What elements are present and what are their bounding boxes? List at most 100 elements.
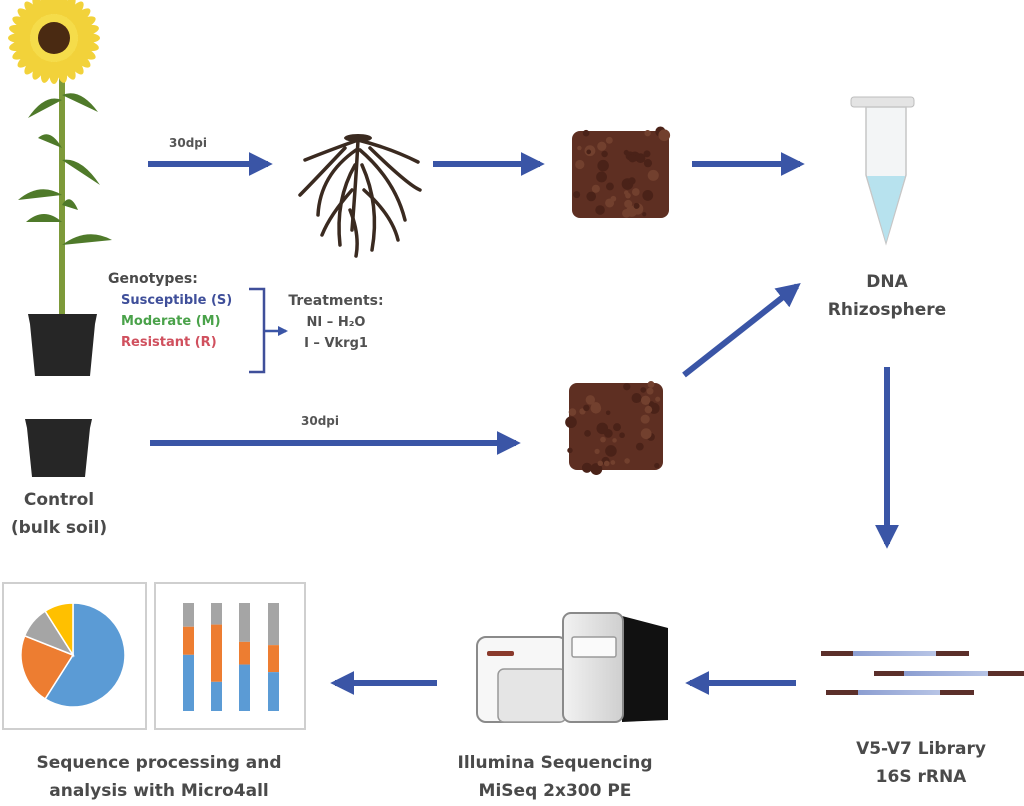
soil-grain bbox=[628, 177, 636, 185]
treatment-ni: NI – H₂O bbox=[306, 315, 366, 330]
soil-grain bbox=[595, 205, 605, 215]
petal bbox=[75, 24, 99, 36]
petal bbox=[40, 0, 52, 17]
flower-center bbox=[38, 22, 70, 54]
soil-grain bbox=[644, 129, 651, 137]
root-branch bbox=[298, 146, 347, 197]
leaf bbox=[62, 93, 98, 112]
pie-slice-blue bbox=[44, 602, 126, 708]
bulk-soil-label: (bulk soil) bbox=[10, 518, 108, 538]
soil-grain bbox=[619, 432, 625, 439]
soil-grain bbox=[623, 149, 629, 156]
petal bbox=[56, 59, 68, 83]
leaf bbox=[38, 134, 62, 148]
miseq-label: MiSeq 2x300 PE bbox=[478, 781, 632, 801]
soil-grain bbox=[600, 436, 606, 443]
bar-segment-gray bbox=[183, 603, 194, 627]
root-branch bbox=[303, 138, 360, 162]
treatment-i: I – Vkrg1 bbox=[304, 336, 368, 351]
treatments-title: Treatments: bbox=[288, 293, 384, 309]
soil-grain bbox=[647, 380, 655, 388]
leaf bbox=[62, 199, 78, 210]
soil-grain bbox=[575, 159, 585, 170]
soil-sample-icon bbox=[572, 126, 671, 218]
analysis-label-line1: Sequence processing and bbox=[36, 753, 282, 773]
library-label: V5-V7 Library bbox=[856, 739, 986, 759]
soil-grain bbox=[594, 448, 600, 454]
soil-grain bbox=[624, 458, 630, 464]
petal bbox=[24, 1, 42, 22]
soil-grain bbox=[597, 141, 607, 151]
soil-grain bbox=[655, 396, 661, 402]
control-pot-icon bbox=[25, 419, 92, 477]
dna-tube-icon bbox=[850, 96, 915, 246]
soil-sample-icon bbox=[565, 380, 663, 475]
soil-grain bbox=[631, 392, 642, 404]
soil-grain bbox=[640, 387, 647, 393]
soil-grain bbox=[591, 184, 600, 193]
bar-segment-gray bbox=[211, 603, 222, 625]
soil-grain bbox=[640, 414, 650, 424]
control-label: Control bbox=[23, 490, 95, 510]
pie-slice-yellow bbox=[44, 602, 74, 658]
petal bbox=[66, 54, 84, 75]
petal bbox=[12, 16, 35, 31]
bar-segment-orange bbox=[268, 645, 279, 673]
root-branch bbox=[316, 148, 358, 217]
pie-slice-orange bbox=[20, 634, 75, 700]
soil-grain bbox=[583, 404, 590, 412]
rrna-label: 16S rRNA bbox=[875, 767, 967, 787]
soil-grain bbox=[633, 202, 640, 209]
soil-grain bbox=[597, 460, 603, 467]
petal bbox=[17, 8, 38, 26]
soil-grain bbox=[606, 182, 614, 191]
soil-grain bbox=[647, 169, 659, 181]
soil-grain bbox=[624, 199, 633, 208]
soil-grain bbox=[603, 460, 610, 467]
soil-grain bbox=[628, 154, 637, 163]
sunflower-icon bbox=[8, 0, 112, 316]
bar-segment-orange bbox=[211, 624, 222, 682]
root-crown bbox=[344, 134, 372, 142]
petal bbox=[70, 50, 91, 68]
soil-grain bbox=[601, 150, 608, 158]
soil-grain bbox=[631, 188, 640, 196]
leaf bbox=[28, 98, 62, 118]
soil-grain bbox=[625, 192, 631, 199]
sequencer-icon bbox=[476, 612, 668, 723]
soil-grain bbox=[590, 463, 603, 475]
soil-grain bbox=[565, 416, 577, 429]
rhizosphere-label: Rhizosphere bbox=[827, 300, 947, 320]
petal bbox=[61, 57, 76, 80]
soil-grain bbox=[610, 460, 616, 465]
genotypes-title: Genotypes: bbox=[108, 271, 198, 287]
soil-grain bbox=[585, 395, 596, 405]
soil-grain bbox=[596, 422, 609, 435]
leaf bbox=[18, 189, 62, 200]
soil-grain bbox=[567, 447, 573, 454]
petal bbox=[12, 45, 35, 60]
dna-library-icon bbox=[821, 651, 1024, 695]
soil-grain bbox=[577, 145, 582, 151]
petal bbox=[70, 8, 91, 26]
bar-segment-orange bbox=[183, 626, 194, 655]
analysis-label-line2: analysis with Micro4all bbox=[49, 781, 269, 801]
soil-grain bbox=[586, 149, 592, 155]
soil-grain bbox=[612, 438, 617, 443]
soil-grain bbox=[596, 171, 607, 183]
arrow-label-30dpi: 30dpi bbox=[169, 136, 207, 150]
roots-icon bbox=[298, 134, 422, 258]
soil-grain bbox=[642, 190, 654, 201]
soil-grain bbox=[568, 408, 577, 416]
soil-grain bbox=[640, 428, 652, 440]
pie-chart-icon bbox=[20, 602, 126, 708]
bar-segment-blue bbox=[239, 664, 250, 711]
leaf bbox=[62, 234, 112, 245]
soil-grain bbox=[640, 395, 651, 406]
soil-grain bbox=[605, 445, 617, 457]
root-branch bbox=[348, 208, 359, 258]
soil-grain bbox=[635, 442, 644, 451]
genotype-bracket bbox=[249, 287, 266, 374]
soil-grain bbox=[605, 410, 611, 416]
